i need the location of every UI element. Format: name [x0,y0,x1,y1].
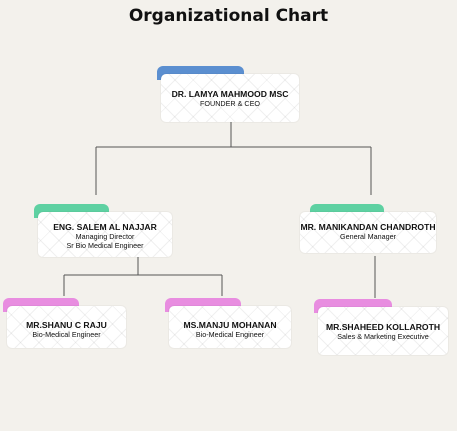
node-role: Sales & Marketing Executive [337,332,429,341]
node-role: FOUNDER & CEO [200,99,260,108]
node-name: MS.MANJU MOHANAN [183,320,277,330]
node-role: Bio-Medical Engineer [32,330,101,339]
node-tab [310,204,384,218]
chart-title: Organizational Chart [128,6,329,26]
node-role: General Manager [340,232,396,241]
node-tab [34,204,109,218]
node-role: Bio-Medical Engineer [195,330,265,339]
node-role: Sr Bio Medical Engineer [66,241,144,250]
node-tab [165,298,241,312]
node-name: ENG. SALEM AL NAJJAR [53,222,157,232]
node-role: Managing Director [75,232,135,241]
node-name: MR.SHAHEED KOLLAROTH [325,322,441,332]
node-tab [314,299,392,313]
node-name: MR. MANIKANDAN CHANDROTH [300,222,436,232]
node-tab [3,298,79,312]
node-tab [157,66,244,80]
node-name: MR.SHANU C RAJU [26,320,107,330]
node-name: DR. LAMYA MAHMOOD MSC [171,89,289,99]
